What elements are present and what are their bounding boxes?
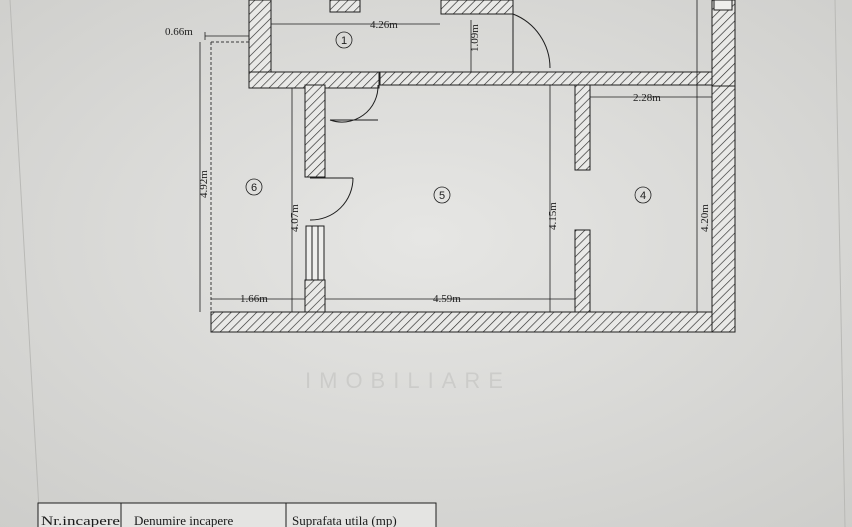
dim-label-4-59: 4.59m [433,293,461,305]
wall-top-fixture [440,0,514,15]
door-room6 [309,177,354,221]
table-header-name: Denumire incapere [134,513,233,527]
wall-top-stub [329,0,361,13]
dim-label-4-20: 4.20m [699,204,711,232]
table-header-nr: Nr.incapere [41,513,120,527]
room-number-4: 4 [640,190,646,202]
balcony-outline [210,41,249,312]
dim-label-1-66: 1.66m [240,293,268,305]
room-markers [245,31,652,204]
door-room1-entry [512,13,551,72]
wall-partition-6-5-lower [304,279,326,313]
room-number-6: 6 [251,182,257,194]
wall-right-upper [711,0,736,87]
room-marker-5 [433,186,451,204]
wall-partition-5-4-upper [574,84,591,171]
paper-edge-line [834,0,846,527]
room-number-1: 1 [341,35,347,47]
dim-label-4-15: 4.15m [547,202,559,230]
wall-bottom [210,311,736,333]
watermark-text: IMOBILIARE [305,368,511,393]
dim-label-4-92: 4.92m [198,170,210,198]
dim-label-0-66: 0.66m [165,26,193,38]
wall-room1-bottom-right [379,71,713,86]
dimension-labels: 0.66m 4.26m 1.09m 2.28m 4.92m 4.07m 4.15… [165,19,711,305]
area-table-header-row [37,502,437,527]
dimension-lines [199,0,712,312]
wall-partition-6-5-upper [304,84,326,178]
room-numbers: 1 6 5 4 [251,35,646,202]
paper-fold-line [9,0,41,527]
window-partition [305,225,325,281]
window-right-top [713,0,733,11]
walls [210,0,736,333]
dim-label-4-07: 4.07m [289,204,301,232]
dim-label-1-09: 1.09m [469,24,481,52]
room-number-5: 5 [439,190,445,202]
room-marker-1 [335,31,353,49]
dim-label-2-28: 2.28m [633,92,661,104]
wall-partition-5-4-lower [574,229,591,313]
area-table: Nr.incapere Denumire incapere Suprafata … [37,502,437,527]
dim-label-4-26: 4.26m [370,19,398,31]
door-room5-top [329,84,379,123]
wall-right [711,85,736,333]
table-header-area: Suprafata utila (mp) [292,513,397,527]
room-marker-6 [245,178,263,196]
room-marker-4 [634,186,652,204]
